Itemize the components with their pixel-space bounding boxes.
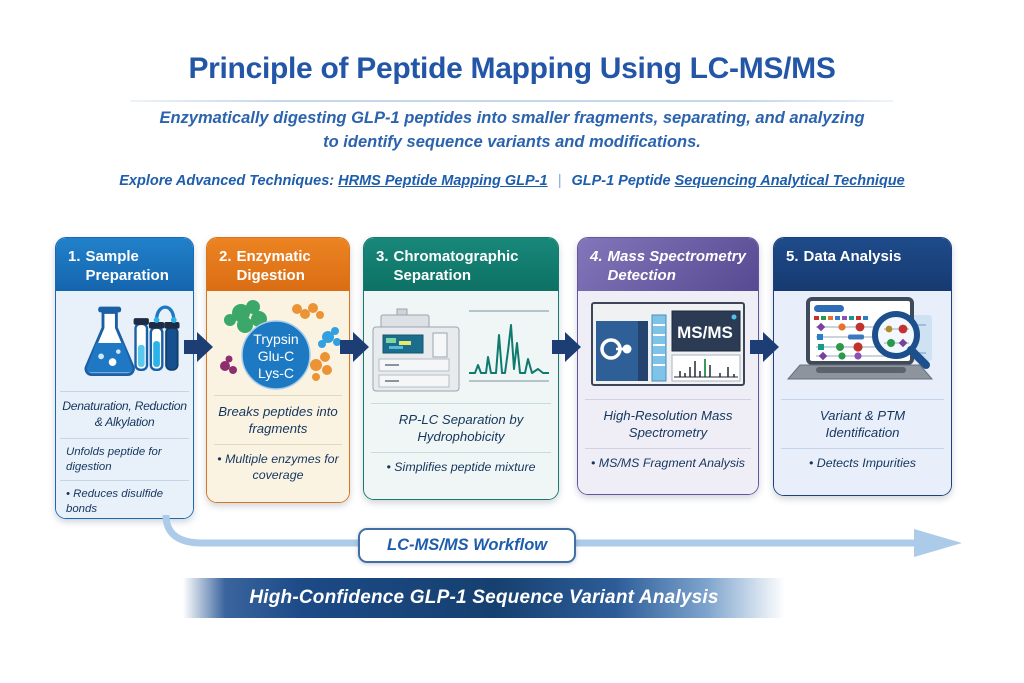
laptop-magnifier-icon: [774, 291, 951, 399]
subtitle: Enzymatically digesting GLP-1 peptides i…: [0, 107, 1024, 155]
step-card-sample-preparation: 1. Sample Preparation: [55, 237, 194, 519]
step-3-caption: RP-LC Separation by Hydrophobicity: [371, 403, 551, 454]
step-2-title: Enzymatic Digestion: [236, 248, 311, 285]
enzyme-label-trypsin: Trypsin: [253, 331, 298, 347]
link-hrms-peptide-mapping[interactable]: HRMS Peptide Mapping GLP-1: [338, 173, 548, 189]
subtitle-line-2: to identify sequence variants and modifi…: [323, 132, 701, 151]
enzyme-label-lysc: Lys-C: [258, 365, 294, 381]
advanced-techniques-links: Explore Advanced Techniques: HRMS Peptid…: [0, 173, 1024, 189]
msms-screen: [671, 310, 741, 352]
step-4-number: 4.: [590, 248, 603, 265]
enzymes-icon: Trypsin Glu-C Lys-C: [207, 291, 349, 395]
step-5-detail: • Detects Impurities: [809, 456, 916, 471]
step-4-body: MS/MS High-Resolution Mass Spectrometry …: [578, 291, 758, 494]
step-1-caption: Denaturation, Reduction & Alkylation: [60, 391, 189, 439]
magnifier-icon: [871, 311, 930, 369]
step-4-detail: • MS/MS Fragment Analysis: [591, 456, 745, 471]
subtitle-line-1: Enzymatically digesting GLP-1 peptides i…: [159, 109, 865, 127]
step-arrow-1-to-2: [184, 332, 213, 362]
step-2-caption: Breaks peptides into fragments: [214, 395, 342, 446]
step-5-number: 5.: [786, 248, 799, 265]
step-5-title: Data Analysis: [803, 248, 902, 265]
step-2-number: 2.: [219, 248, 232, 265]
step-card-chromatographic-separation: 3. Chromatographic Separation: [363, 237, 559, 500]
step-3-body: RP-LC Separation by Hydrophobicity • Sim…: [364, 291, 558, 499]
step-5-header: 5. Data Analysis: [774, 238, 951, 291]
links-separator: |: [557, 173, 562, 189]
hplc-chromatogram-icon: [364, 291, 558, 403]
enzyme-circle: [241, 320, 311, 390]
step-4-title: Mass Spectrometry Detection: [607, 248, 746, 285]
step-3-number: 3.: [376, 248, 389, 265]
step-1-title: Sample Preparation: [85, 248, 169, 285]
step-4-header: 4. Mass Spectrometry Detection: [578, 238, 758, 291]
step-3-detail: • Simplifies peptide mixture: [386, 460, 536, 475]
step-card-data-analysis: 5. Data Analysis: [773, 237, 952, 496]
flask-and-test-tubes-icon: [56, 291, 193, 391]
step-2-detail: • Multiple enzymes for coverage: [217, 452, 339, 483]
step-arrow-3-to-4: [552, 332, 581, 362]
title-divider: [130, 100, 893, 102]
step-5-caption: Variant & PTM Identification: [781, 399, 944, 450]
step-card-mass-spectrometry-detection: 4. Mass Spectrometry Detection: [577, 237, 759, 495]
step-1-body: Denaturation, Reduction & Alkylation Unf…: [56, 291, 193, 518]
link2-plain-text: GLP-1 Peptide: [571, 173, 671, 189]
mass-spectrometer-icon: MS/MS: [578, 291, 758, 399]
links-prefix: Explore Advanced Techniques:: [119, 173, 335, 189]
step-2-header: 2. Enzymatic Digestion: [207, 238, 349, 291]
step-1-detail: Unfolds peptide for digestion: [66, 445, 162, 473]
step-4-caption: High-Resolution Mass Spectrometry: [585, 399, 751, 450]
workflow-arrow: [162, 514, 962, 557]
step-5-body: Variant & PTM Identification • Detects I…: [774, 291, 951, 495]
msms-screen-label: MS/MS: [677, 323, 733, 342]
step-card-enzymatic-digestion: 2. Enzymatic Digestion: [206, 237, 350, 503]
step-1-header: 1. Sample Preparation: [56, 238, 193, 291]
step-2-body: Trypsin Glu-C Lys-C Breaks peptides into…: [207, 291, 349, 502]
step-3-header: 3. Chromatographic Separation: [364, 238, 558, 291]
step-arrow-2-to-3: [340, 332, 369, 362]
step-1-number: 1.: [68, 248, 81, 265]
step-arrow-4-to-5: [750, 332, 779, 362]
link-glp1-sequencing[interactable]: Sequencing Analytical Technique: [674, 173, 905, 189]
enzyme-label-gluc: Glu-C: [258, 348, 295, 364]
conclusion-banner: High-Confidence GLP-1 Sequence Variant A…: [183, 578, 785, 618]
workflow-label-pill: LC-MS/MS Workflow: [358, 528, 577, 563]
step-1-detail: • Reduces disulfide bonds: [60, 480, 189, 518]
step-3-title: Chromatographic Separation: [393, 248, 519, 285]
page-title: Principle of Peptide Mapping Using LC-MS…: [188, 52, 836, 85]
